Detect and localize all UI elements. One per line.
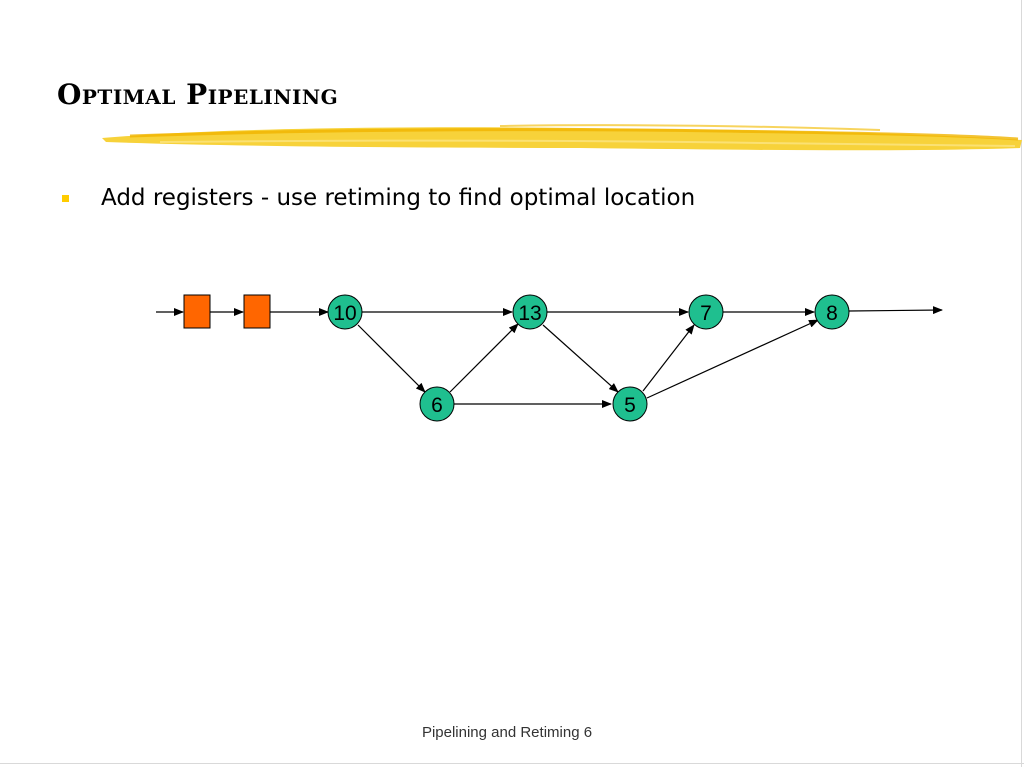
register-2 <box>243 294 271 329</box>
edge-6-13 <box>449 323 519 393</box>
slide-edge-line <box>1021 0 1022 767</box>
node-13: 13 <box>512 294 548 330</box>
edge-5-7 <box>642 324 695 392</box>
slide-bottom-line <box>0 763 1024 764</box>
node-5: 5 <box>612 386 648 422</box>
output-edge <box>848 306 943 315</box>
edge-5-8 <box>646 319 819 399</box>
node-6-label: 6 <box>431 394 443 417</box>
node-6: 6 <box>419 386 455 422</box>
node-5-label: 5 <box>624 394 636 417</box>
highlighter-stroke <box>102 124 1022 151</box>
node-8-label: 8 <box>826 302 838 325</box>
node-8: 8 <box>814 294 850 330</box>
node-10: 10 <box>327 294 363 330</box>
edge-10-6 <box>357 324 426 393</box>
slide-footer: Pipelining and Retiming 6 <box>421 724 593 741</box>
bullet-square-icon <box>62 195 69 202</box>
node-7-label: 7 <box>700 302 712 325</box>
slide-title: Optimal Pipelining <box>57 78 339 111</box>
node-7: 7 <box>688 294 724 330</box>
bullet-text: Add registers - use retiming to find opt… <box>101 185 696 211</box>
node-10-label: 10 <box>333 302 356 325</box>
register-1 <box>183 294 211 329</box>
edge-13-5 <box>542 324 619 393</box>
node-13-label: 13 <box>518 302 541 325</box>
